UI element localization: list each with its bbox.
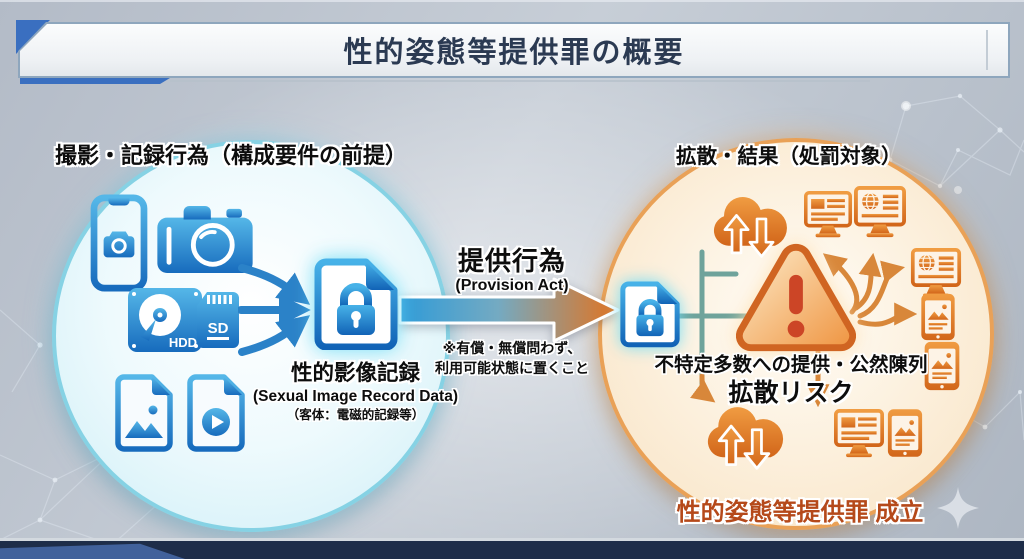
converging-arrows [238, 264, 311, 356]
right-section-heading: 拡散・結果（処罰対象） [676, 145, 902, 168]
provision-note-line2: 利用可能状態に置くこと [435, 360, 589, 376]
left-section-heading: 撮影・記録行為（構成要件の前提） [55, 143, 408, 168]
branch-connector-lines [677, 249, 918, 408]
diffusion-caption-line2: 拡散リスク [728, 379, 854, 407]
top-hairline [0, 0, 1024, 2]
cloud-transfer-icon-top [704, 194, 794, 260]
monitor-article-icon-top [804, 190, 852, 240]
record-title: 性的影像記録 [290, 361, 420, 385]
footer-hairline [0, 538, 1024, 541]
footer-accent-shape [0, 543, 185, 559]
smartphone-image-icon-1 [918, 292, 958, 342]
monitor-globe-icon-top [854, 186, 906, 240]
image-file-icon [115, 374, 173, 452]
diffusion-caption: 不特定多数への提供・公然陳列 拡散リスク [630, 352, 952, 409]
hdd-icon: HDD [128, 288, 202, 352]
page-title: 性的姿態等提供罪の概要 [343, 37, 685, 69]
locked-file-icon-right [620, 276, 680, 352]
cloud-transfer-icon-bottom [698, 404, 790, 472]
header-divider-line [986, 30, 988, 70]
smartphone-image-icon-3 [886, 406, 924, 460]
smartphone-camera-icon [90, 194, 148, 292]
record-caption: 性的影像記録 (Sexual Image Record Data) （客体：電磁… [233, 360, 478, 424]
provision-note-line1: ※有償・無償問わず、 [442, 340, 582, 356]
header-bar-inner: 性的姿態等提供罪の概要 [20, 24, 1008, 76]
header-bar: 性的姿態等提供罪の概要 [18, 22, 1010, 78]
record-subtitle: (Sexual Image Record Data) [252, 388, 458, 405]
provision-act-label: 提供行為 (Provision Act) [412, 246, 612, 295]
locked-file-icon [314, 258, 398, 350]
verdict-text: 性的姿態等提供罪 成立 [676, 499, 924, 526]
diffusion-caption-line1: 不特定多数への提供・公然陳列 [654, 354, 928, 376]
sd-card-icon: SD [197, 292, 239, 348]
provision-note: ※有償・無償問わず、 利用可能状態に置くこと [408, 338, 616, 378]
header-underline-accent [20, 78, 170, 84]
provision-flow-arrow [398, 277, 620, 343]
header-underline-thin [170, 80, 870, 82]
hdd-label: HDD [169, 335, 197, 350]
provision-act-title: 提供行為 [457, 246, 566, 276]
sd-label: SD [208, 320, 229, 337]
record-note: （客体：電磁的記録等） [286, 408, 425, 422]
footer-bar [0, 541, 1024, 559]
provision-act-subtitle: (Provision Act) [455, 277, 569, 294]
monitor-article-icon-bottom [834, 409, 884, 459]
